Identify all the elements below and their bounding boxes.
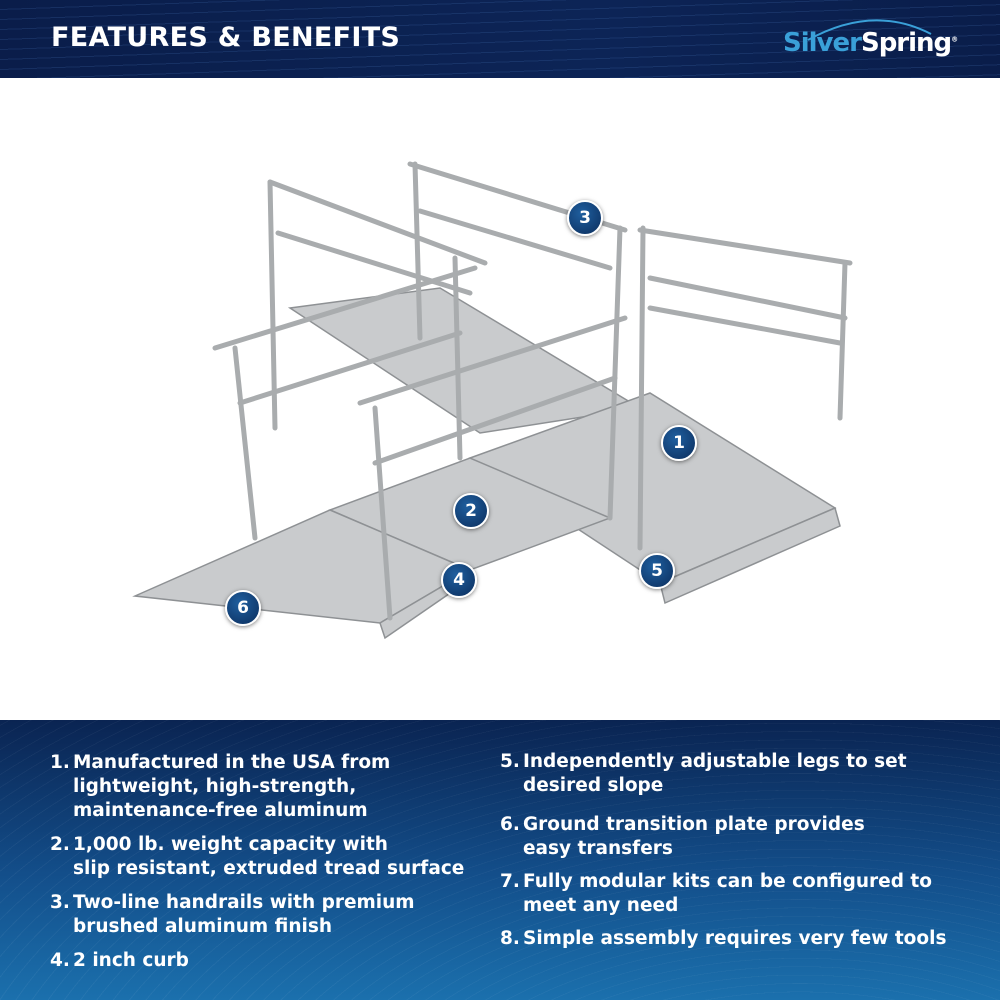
silverspring-logo: SilverSpring® — [783, 19, 958, 58]
callout-marker-6: 6 — [225, 590, 261, 626]
page-title: FEATURES & BENEFITS — [51, 22, 401, 53]
feature-item: 7.Fully modular kits can be configured t… — [500, 871, 932, 916]
header-banner: FEATURES & BENEFITS SilverSpring® — [0, 0, 1000, 78]
ramp-illustration — [132, 161, 853, 640]
feature-item: 4.2 inch curb — [50, 950, 189, 971]
callout-marker-3: 3 — [567, 200, 603, 236]
callout-marker-1: 1 — [661, 425, 697, 461]
ramp-product-image: 3 1 2 4 5 6 — [0, 78, 1000, 720]
callout-marker-4: 4 — [441, 562, 477, 598]
logo-arc-icon — [807, 19, 932, 41]
callout-marker-2: 2 — [453, 493, 489, 529]
callout-marker-5: 5 — [639, 553, 675, 589]
feature-item: 8.Simple assembly requires very few tool… — [500, 928, 947, 949]
